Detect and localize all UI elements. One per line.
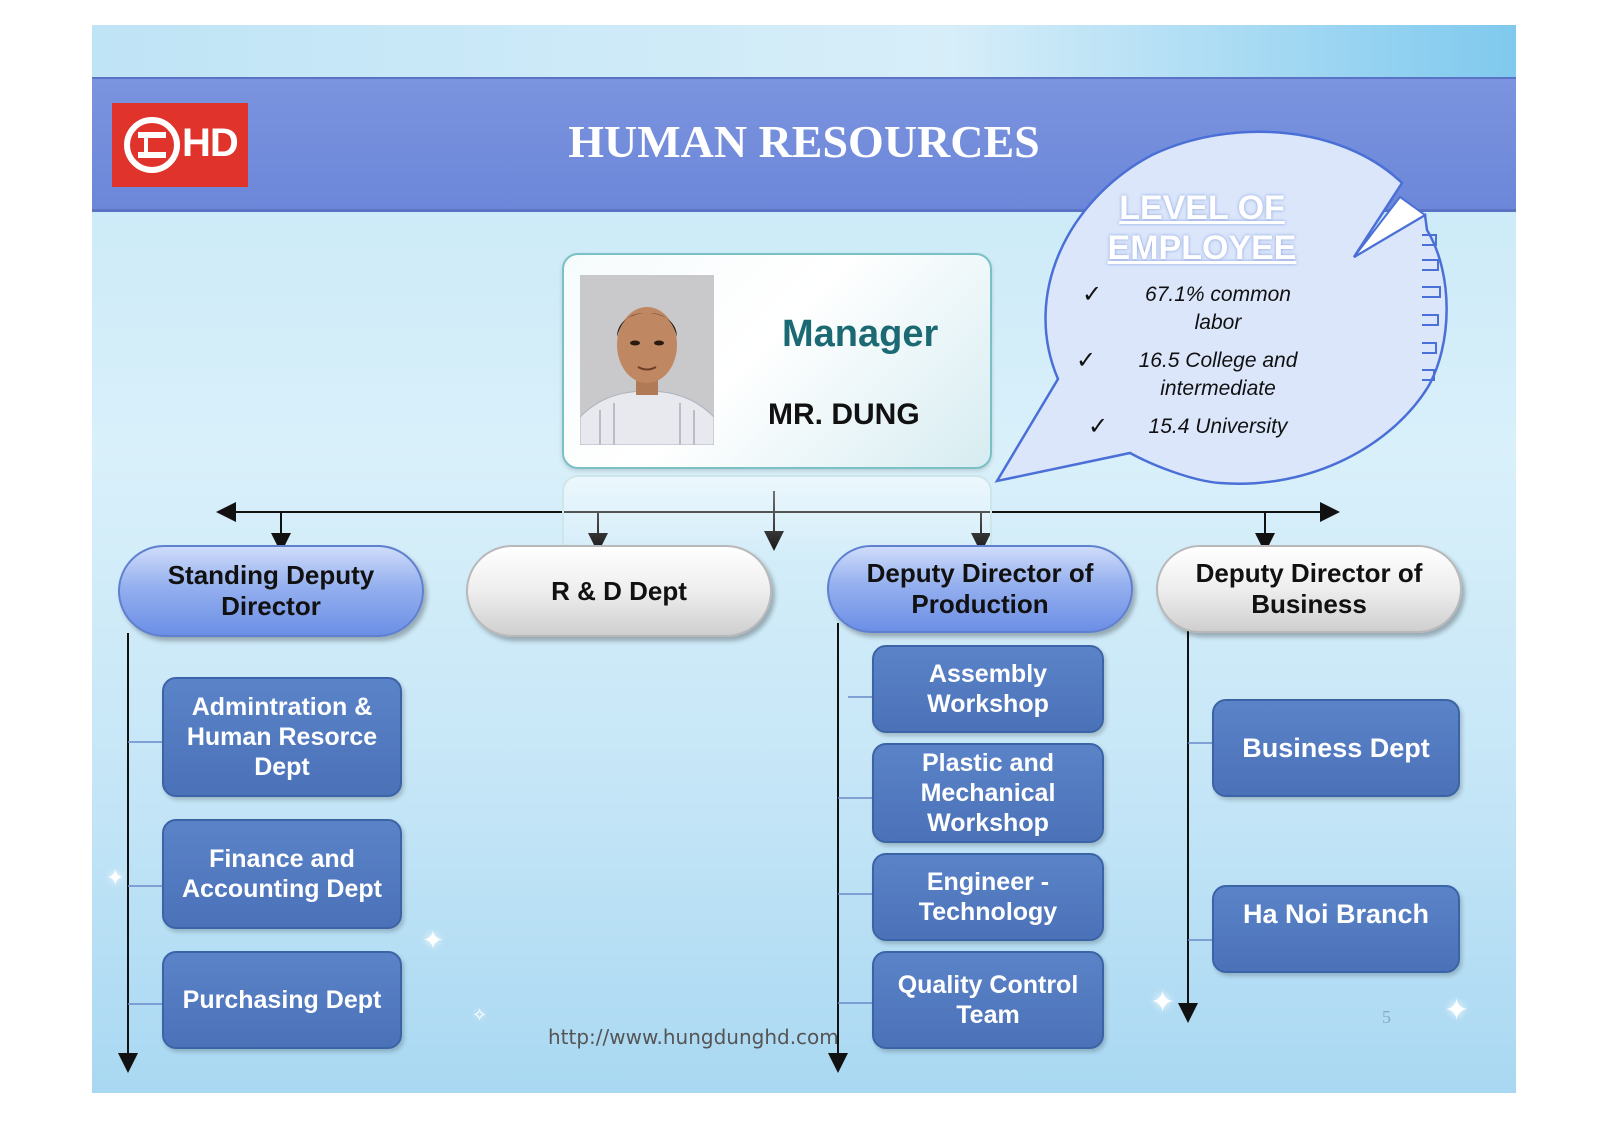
company-logo: HD [112,103,248,187]
sparkle-icon: ✦ [422,925,444,955]
footer-url[interactable]: http://www.hungdunghd.com [548,1025,839,1049]
manager-card-reflection [562,475,992,557]
sparkle-icon: ✦ [106,865,125,890]
bubble-tail-icon [1353,195,1427,258]
page-number: 5 [1382,1007,1391,1027]
manager-name: MR. DUNG [768,398,920,431]
sparkle-icon: ✦ [1444,994,1470,1027]
connector-lines [118,130,1448,1073]
sparkle-icon: ✦ [1150,986,1176,1019]
person-photo-icon [580,275,714,445]
manager-photo [580,275,714,445]
check-icon: ✓ [1082,281,1103,308]
bubble-item: ✓ 16.5 College and intermediate [1076,347,1298,400]
bubble-list: ✓ 67.1% common labor ✓ 16.5 College and … [1076,281,1322,447]
bubble-zigzag-icon [1422,234,1441,381]
bubble-title: LEVEL OF EMPLOYEE [1107,189,1297,267]
manager-role: Manager [782,313,939,355]
slide: HD HUMAN RESOURCES ✦ ✦ ✧ ✦ ✦ [92,25,1516,1093]
logo-text: HD [182,121,239,165]
branch-rd-dept: R & D Dept [466,545,772,637]
check-icon: ✓ [1076,347,1097,374]
dept-business: Business Dept [1212,699,1460,797]
bubble-item: ✓ 67.1% common labor [1082,281,1291,334]
logo-bar-icon [138,132,166,158]
check-icon: ✓ [1088,413,1109,440]
logo-ring-icon [124,117,180,173]
top-band [92,25,1516,77]
bubble-item: ✓ 15.4 University [1088,413,1288,440]
dept-purchasing: Purchasing Dept [162,951,402,1049]
manager-card [562,253,992,469]
speech-bubble [994,130,1448,485]
dept-ha-noi-branch: Ha Noi Branch [1212,885,1460,973]
dept-engineer-technology: Engineer -Technology [872,853,1104,941]
page-title: HUMAN RESOURCES [568,116,1040,167]
sparkle-icon: ✧ [472,1005,488,1025]
